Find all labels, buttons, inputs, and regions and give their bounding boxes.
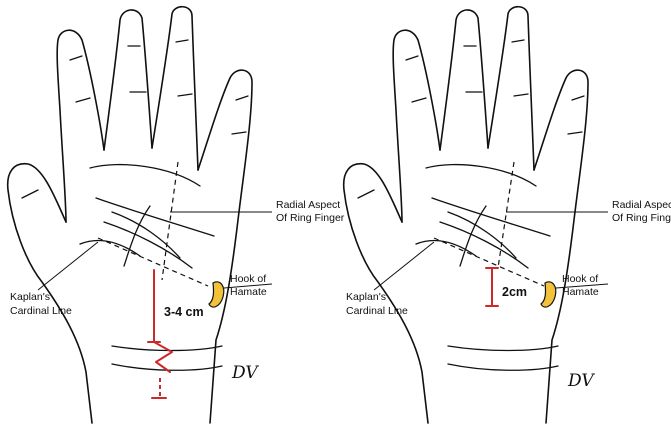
- right-kaplan-leader: [373, 241, 435, 291]
- right-kaplan-label-line-2: Cardinal Line: [346, 305, 408, 317]
- right-hand-outline: [342, 5, 589, 424]
- right-hand-panel: Radial Aspect Of Ring Finger Hook of Ham…: [342, 5, 671, 424]
- right-hook-of-hamate-marker: [540, 281, 557, 308]
- left-kaplan-label-line-2: Cardinal Line: [10, 305, 72, 317]
- left-radial-aspect-label-line-2: Of Ring Finger: [276, 212, 345, 224]
- right-finger-creases: [357, 39, 585, 199]
- left-palm-creases: [79, 163, 215, 269]
- left-hook-label-line-2: Hamate: [230, 286, 267, 298]
- right-incision-length-label: 2cm: [502, 285, 527, 299]
- right-kaplan-cardinal-line: [433, 237, 545, 287]
- left-hand-outline: [6, 5, 253, 424]
- left-hook-leader: [223, 283, 273, 289]
- right-radial-aspect-label-line-2: Of Ring Finger: [612, 212, 671, 224]
- left-incision-length-label: 3-4 cm: [164, 305, 204, 319]
- left-incision-marker: [147, 269, 173, 399]
- left-hand-panel: Radial Aspect Of Ring Finger Hook of Ham…: [6, 5, 345, 424]
- left-initials-signature: DV: [231, 363, 259, 383]
- left-hook-label-line-1: Hook of: [230, 273, 266, 285]
- right-hook-label-line-2: Hamate: [562, 286, 599, 298]
- left-kaplan-cardinal-line: [97, 237, 209, 287]
- right-initials-signature: DV: [567, 371, 595, 391]
- left-radial-aspect-label-line-1: Radial Aspect: [276, 199, 340, 211]
- left-kaplan-leader: [37, 241, 99, 291]
- right-radial-aspect-label-line-1: Radial Aspect: [612, 199, 671, 211]
- right-kaplan-label-line-1: Kaplan's: [346, 291, 386, 303]
- right-hook-label-line-1: Hook of: [562, 273, 598, 285]
- left-hook-of-hamate-marker: [208, 281, 225, 308]
- left-kaplan-label-line-1: Kaplan's: [10, 291, 50, 303]
- left-ring-finger-axis-line: [161, 161, 179, 281]
- right-incision-marker: [485, 267, 499, 307]
- left-finger-creases: [21, 39, 249, 199]
- right-hook-leader: [555, 283, 609, 289]
- right-palm-creases: [415, 163, 551, 269]
